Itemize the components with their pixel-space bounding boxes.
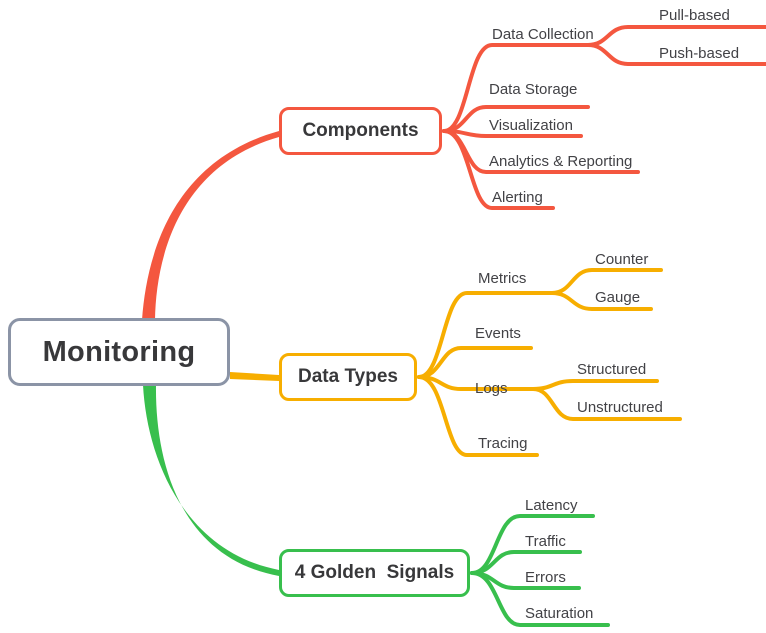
line-tracing: [417, 375, 539, 457]
trunk-golden-signals: [143, 385, 279, 576]
line-saturation: [470, 571, 610, 627]
branch-lines-golden-signals: [470, 514, 610, 627]
leaf-label-traffic[interactable]: Traffic: [525, 533, 566, 550]
branch-lines-data-types: [417, 291, 554, 457]
branch-lines-logs: [531, 379, 682, 421]
leaf-label-data-storage[interactable]: Data Storage: [489, 81, 578, 98]
leaf-label-counter[interactable]: Counter: [595, 251, 649, 268]
line-structured: [531, 379, 659, 391]
leaf-label-latency[interactable]: Latency: [525, 497, 578, 514]
line-pull-based: [586, 25, 766, 47]
branch-lines-metrics: [550, 268, 663, 311]
branch-node-label-components: Components: [302, 120, 419, 141]
branch-lines-components: [442, 43, 640, 210]
trunk-data-types: [230, 372, 279, 381]
leaf-label-push-based[interactable]: Push-based: [659, 45, 740, 62]
line-alerting: [442, 129, 555, 210]
branch-node-golden-signals[interactable]: 4 Golden Signals: [279, 549, 470, 597]
leaf-label-alerting[interactable]: Alerting: [492, 189, 543, 206]
leaf-label-structured[interactable]: Structured: [577, 361, 647, 378]
branch-node-components[interactable]: Components: [279, 107, 442, 155]
branch-node-data-types[interactable]: Data Types: [279, 353, 417, 401]
leaf-label-pull-based[interactable]: Pull-based: [659, 7, 730, 24]
line-push-based: [586, 43, 766, 66]
branch-node-label-data-types: Data Types: [298, 366, 398, 387]
branch-lines-data-collection: [586, 25, 766, 66]
leaf-label-data-collection[interactable]: Data Collection: [492, 26, 594, 43]
line-metrics: [417, 291, 554, 379]
leaf-label-visualization[interactable]: Visualization: [489, 117, 573, 134]
line-gauge: [550, 291, 653, 311]
branch-node-label-golden-signals: 4 Golden Signals: [294, 562, 455, 583]
line-data-collection: [442, 43, 590, 133]
root-node-label: Monitoring: [42, 335, 196, 368]
line-unstructured: [531, 387, 682, 421]
leaf-label-logs[interactable]: Logs: [475, 380, 508, 397]
leaf-label-events[interactable]: Events: [475, 325, 521, 342]
trunk-components: [142, 131, 279, 320]
leaf-label-analytics-reporting[interactable]: Analytics & Reporting: [489, 153, 633, 170]
leaf-label-errors[interactable]: Errors: [525, 569, 566, 586]
leaf-label-gauge[interactable]: Gauge: [595, 289, 641, 306]
leaf-label-saturation[interactable]: Saturation: [525, 605, 594, 622]
leaf-label-tracing[interactable]: Tracing: [478, 435, 528, 452]
root-node-monitoring[interactable]: Monitoring: [8, 318, 230, 386]
leaf-label-unstructured[interactable]: Unstructured: [577, 399, 663, 416]
leaf-label-metrics[interactable]: Metrics: [478, 270, 527, 287]
